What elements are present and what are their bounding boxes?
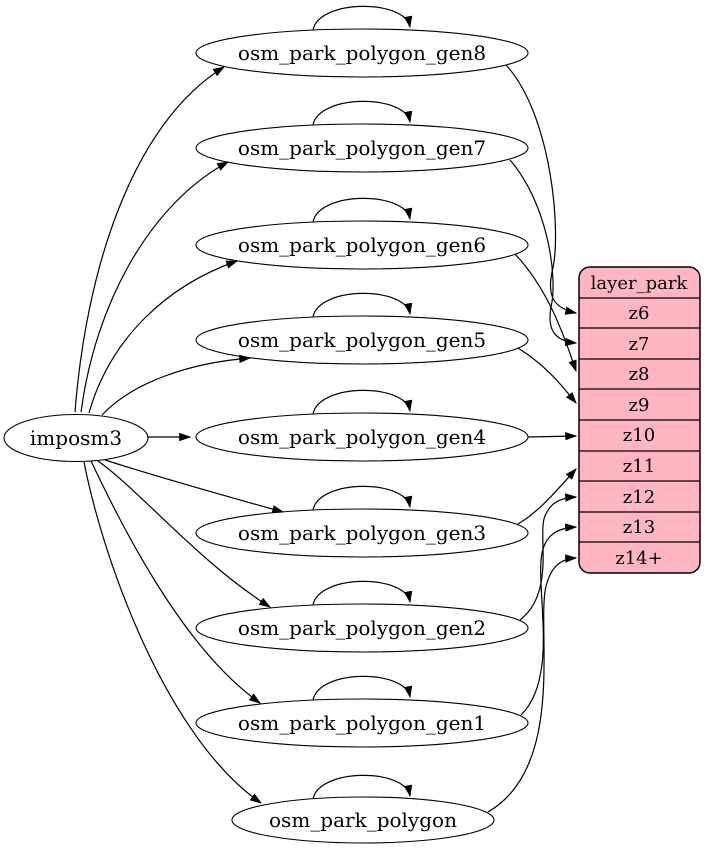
gen3-ellipse	[195, 508, 529, 558]
node-osm-park-polygon-gen1: osm_park_polygon_gen1	[195, 698, 529, 748]
self-loop-gen7	[312, 100, 413, 126]
node-osm-park-polygon-gen3: osm_park_polygon_gen3	[195, 508, 529, 558]
edge-gen8-to-z6	[505, 64, 578, 315]
edge-gen7-to-z7	[509, 159, 578, 347]
gen8-ellipse	[195, 28, 529, 78]
gen1-label: osm_park_polygon_gen1	[238, 711, 486, 735]
edge-imposm3-to-gen1	[90, 460, 261, 704]
gen5-ellipse	[195, 315, 529, 365]
layer-park-row-z12: z12	[623, 487, 655, 508]
imposm3-label: imposm3	[30, 426, 122, 450]
edges-imposm3	[74, 66, 285, 804]
gen7-ellipse	[195, 123, 529, 173]
layer-park-row-z9: z9	[629, 395, 650, 416]
polygon-ellipse	[231, 796, 495, 844]
self-loop-gen8	[312, 5, 413, 31]
node-osm-park-polygon-gen4: osm_park_polygon_gen4	[195, 412, 529, 462]
layer-park-row-z14: z14+	[615, 548, 662, 569]
gen7-label: osm_park_polygon_gen7	[238, 136, 486, 160]
edge-imposm3-to-polygon	[83, 461, 262, 804]
gen1-ellipse	[195, 698, 529, 748]
imposm3-ellipse	[3, 413, 149, 463]
gen5-label: osm_park_polygon_gen5	[238, 328, 486, 352]
node-osm-park-polygon-gen8: osm_park_polygon_gen8	[195, 28, 529, 78]
edge-imposm3-to-gen7	[80, 161, 230, 413]
self-loop-gen6	[312, 197, 413, 223]
self-loop-polygon	[312, 774, 413, 800]
gen4-label: osm_park_polygon_gen4	[238, 425, 486, 449]
edge-polygon-to-z14	[487, 554, 578, 813]
edges-to-layer	[487, 64, 578, 813]
node-imposm3: imposm3	[3, 413, 149, 463]
gen2-ellipse	[195, 603, 529, 653]
gen6-ellipse	[195, 220, 529, 270]
self-loop-gen1	[312, 675, 413, 701]
layer-park-row-z10: z10	[623, 425, 655, 446]
node-osm-park-polygon-gen7: osm_park_polygon_gen7	[195, 123, 529, 173]
node-osm-park-polygon-gen5: osm_park_polygon_gen5	[195, 315, 529, 365]
layer-park-row-z13: z13	[623, 517, 655, 538]
edge-gen4-to-z10	[527, 432, 578, 441]
node-osm-park-polygon-gen6: osm_park_polygon_gen6	[195, 220, 529, 270]
self-loop-gen4	[312, 389, 413, 415]
self-loops	[312, 5, 413, 800]
gen3-label: osm_park_polygon_gen3	[238, 521, 486, 545]
layer-park-row-z8: z8	[629, 364, 650, 385]
self-loop-gen5	[312, 292, 413, 318]
gen2-label: osm_park_polygon_gen2	[238, 616, 486, 640]
edge-gen2-to-z12	[519, 493, 578, 621]
edge-gen1-to-z13	[520, 523, 578, 716]
edge-gen5-to-z9	[517, 347, 577, 404]
gen6-label: osm_park_polygon_gen6	[238, 233, 486, 257]
edge-gen3-to-z11	[517, 468, 577, 525]
polygon-label: osm_park_polygon	[269, 808, 457, 832]
edge-imposm3-to-gen8	[74, 66, 226, 413]
layer-park-row-z6: z6	[629, 303, 650, 324]
layer-park-row-z11: z11	[623, 456, 655, 477]
edge-imposm3-to-gen2	[97, 460, 272, 608]
node-osm-park-polygon-gen2: osm_park_polygon_gen2	[195, 603, 529, 653]
self-loop-gen3	[312, 485, 413, 511]
layer-park-row-z7: z7	[629, 334, 650, 355]
edge-imposm3-to-gen6	[88, 260, 239, 414]
gen8-label: osm_park_polygon_gen8	[238, 41, 486, 65]
layer-park-title: layer_park	[591, 273, 689, 294]
node-osm-park-polygon: osm_park_polygon	[231, 796, 495, 844]
self-loop-gen2	[312, 580, 413, 606]
edge-imposm3-to-gen5	[101, 354, 252, 416]
edge-gen6-to-z8	[514, 253, 577, 373]
node-layer-park: layer_park z6 z7 z8 z9 z10 z11 z12 z13 z…	[578, 266, 701, 574]
edge-imposm3-to-gen3	[104, 459, 285, 514]
